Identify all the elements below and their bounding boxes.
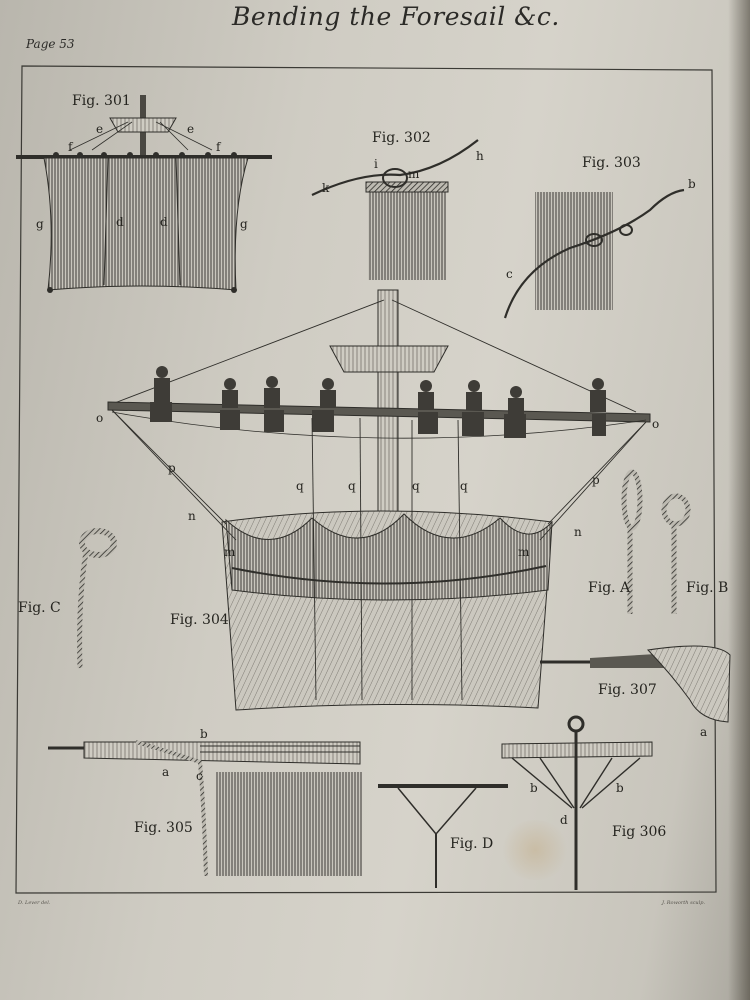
- sailors-on-yard: [150, 366, 606, 438]
- letter-n-left: n: [188, 509, 196, 523]
- letter-m-left: m: [224, 545, 236, 559]
- page-gutter-shadow: [728, 0, 750, 1000]
- fig-302: Fig. 302 i m h k: [311, 130, 484, 280]
- letter-q-1: q: [296, 479, 304, 493]
- letter-n-right: n: [574, 525, 582, 539]
- fig-d-label: Fig. D: [450, 836, 493, 852]
- fig-306: b b d Fig 306: [501, 715, 666, 890]
- fig-b-label: Fig. B: [686, 580, 728, 596]
- fig-304-label: Fig. 304: [170, 612, 229, 628]
- fig-a-label: Fig. A: [588, 580, 631, 596]
- letter-o-left: o: [96, 411, 103, 425]
- plate-border: [15, 65, 717, 894]
- fig-a: Fig. A: [588, 469, 643, 614]
- letter-e-right: e: [187, 122, 194, 136]
- letter-q-2: q: [348, 479, 356, 493]
- letter-i: i: [374, 157, 378, 171]
- letter-g-left: g: [36, 217, 44, 231]
- fig-304: o o p p q q q q n n m m Fig. 304: [96, 289, 659, 711]
- letter-m-302: m: [408, 167, 420, 181]
- letter-f-left: f: [68, 140, 74, 154]
- fig-305: b a c Fig. 305: [48, 727, 362, 877]
- letter-f-right: f: [216, 140, 222, 154]
- plate-title: Bending the Foresail &c.: [232, 2, 560, 31]
- credit-left: D. Lever del.: [17, 900, 51, 906]
- fig-c-label: Fig. C: [18, 600, 61, 616]
- letter-a-307: a: [700, 725, 707, 739]
- letter-p-right: p: [592, 473, 600, 487]
- page-number: Page 53: [26, 37, 75, 51]
- paper-stain: [500, 820, 570, 880]
- letter-d-right: d: [160, 215, 168, 229]
- letter-c-303: c: [506, 267, 513, 281]
- fig-c: Fig. C: [18, 528, 117, 669]
- letter-p-left: p: [168, 461, 176, 475]
- letter-b-305: b: [200, 727, 208, 741]
- letter-b-306-right: b: [616, 781, 624, 795]
- letter-k: k: [322, 181, 330, 195]
- letter-e-left: e: [96, 122, 103, 136]
- fig-b: Fig. B: [661, 493, 728, 614]
- letter-o-right: o: [652, 417, 659, 431]
- fig-302-label: Fig. 302: [372, 130, 431, 146]
- letter-b-303: b: [688, 177, 696, 191]
- letter-c-305: c: [196, 769, 203, 783]
- fig-307: Fig. 307 a: [540, 645, 731, 739]
- letter-m-right: m: [518, 545, 530, 559]
- fig-303-label: Fig. 303: [582, 155, 641, 171]
- fig-305-label: Fig. 305: [134, 820, 193, 836]
- credit-right: J. Roworth sculp.: [661, 900, 705, 906]
- fig-307-label: Fig. 307: [598, 682, 657, 698]
- fig-d: Fig. D: [378, 784, 508, 888]
- letter-q-4: q: [460, 479, 468, 493]
- letter-b-306-left: b: [530, 781, 538, 795]
- fig-306-label: Fig 306: [612, 824, 666, 840]
- letter-g-right: g: [240, 217, 248, 231]
- letter-h: h: [476, 149, 484, 163]
- letter-d-left: d: [116, 215, 124, 229]
- fig-303: Fig. 303 b c: [503, 155, 696, 319]
- letter-q-3: q: [412, 479, 420, 493]
- fig-301: Fig. 301 e e f f g g d d: [16, 93, 272, 293]
- letter-a-305: a: [162, 765, 169, 779]
- letter-d-306: d: [560, 813, 568, 827]
- fig-301-label: Fig. 301: [72, 93, 131, 109]
